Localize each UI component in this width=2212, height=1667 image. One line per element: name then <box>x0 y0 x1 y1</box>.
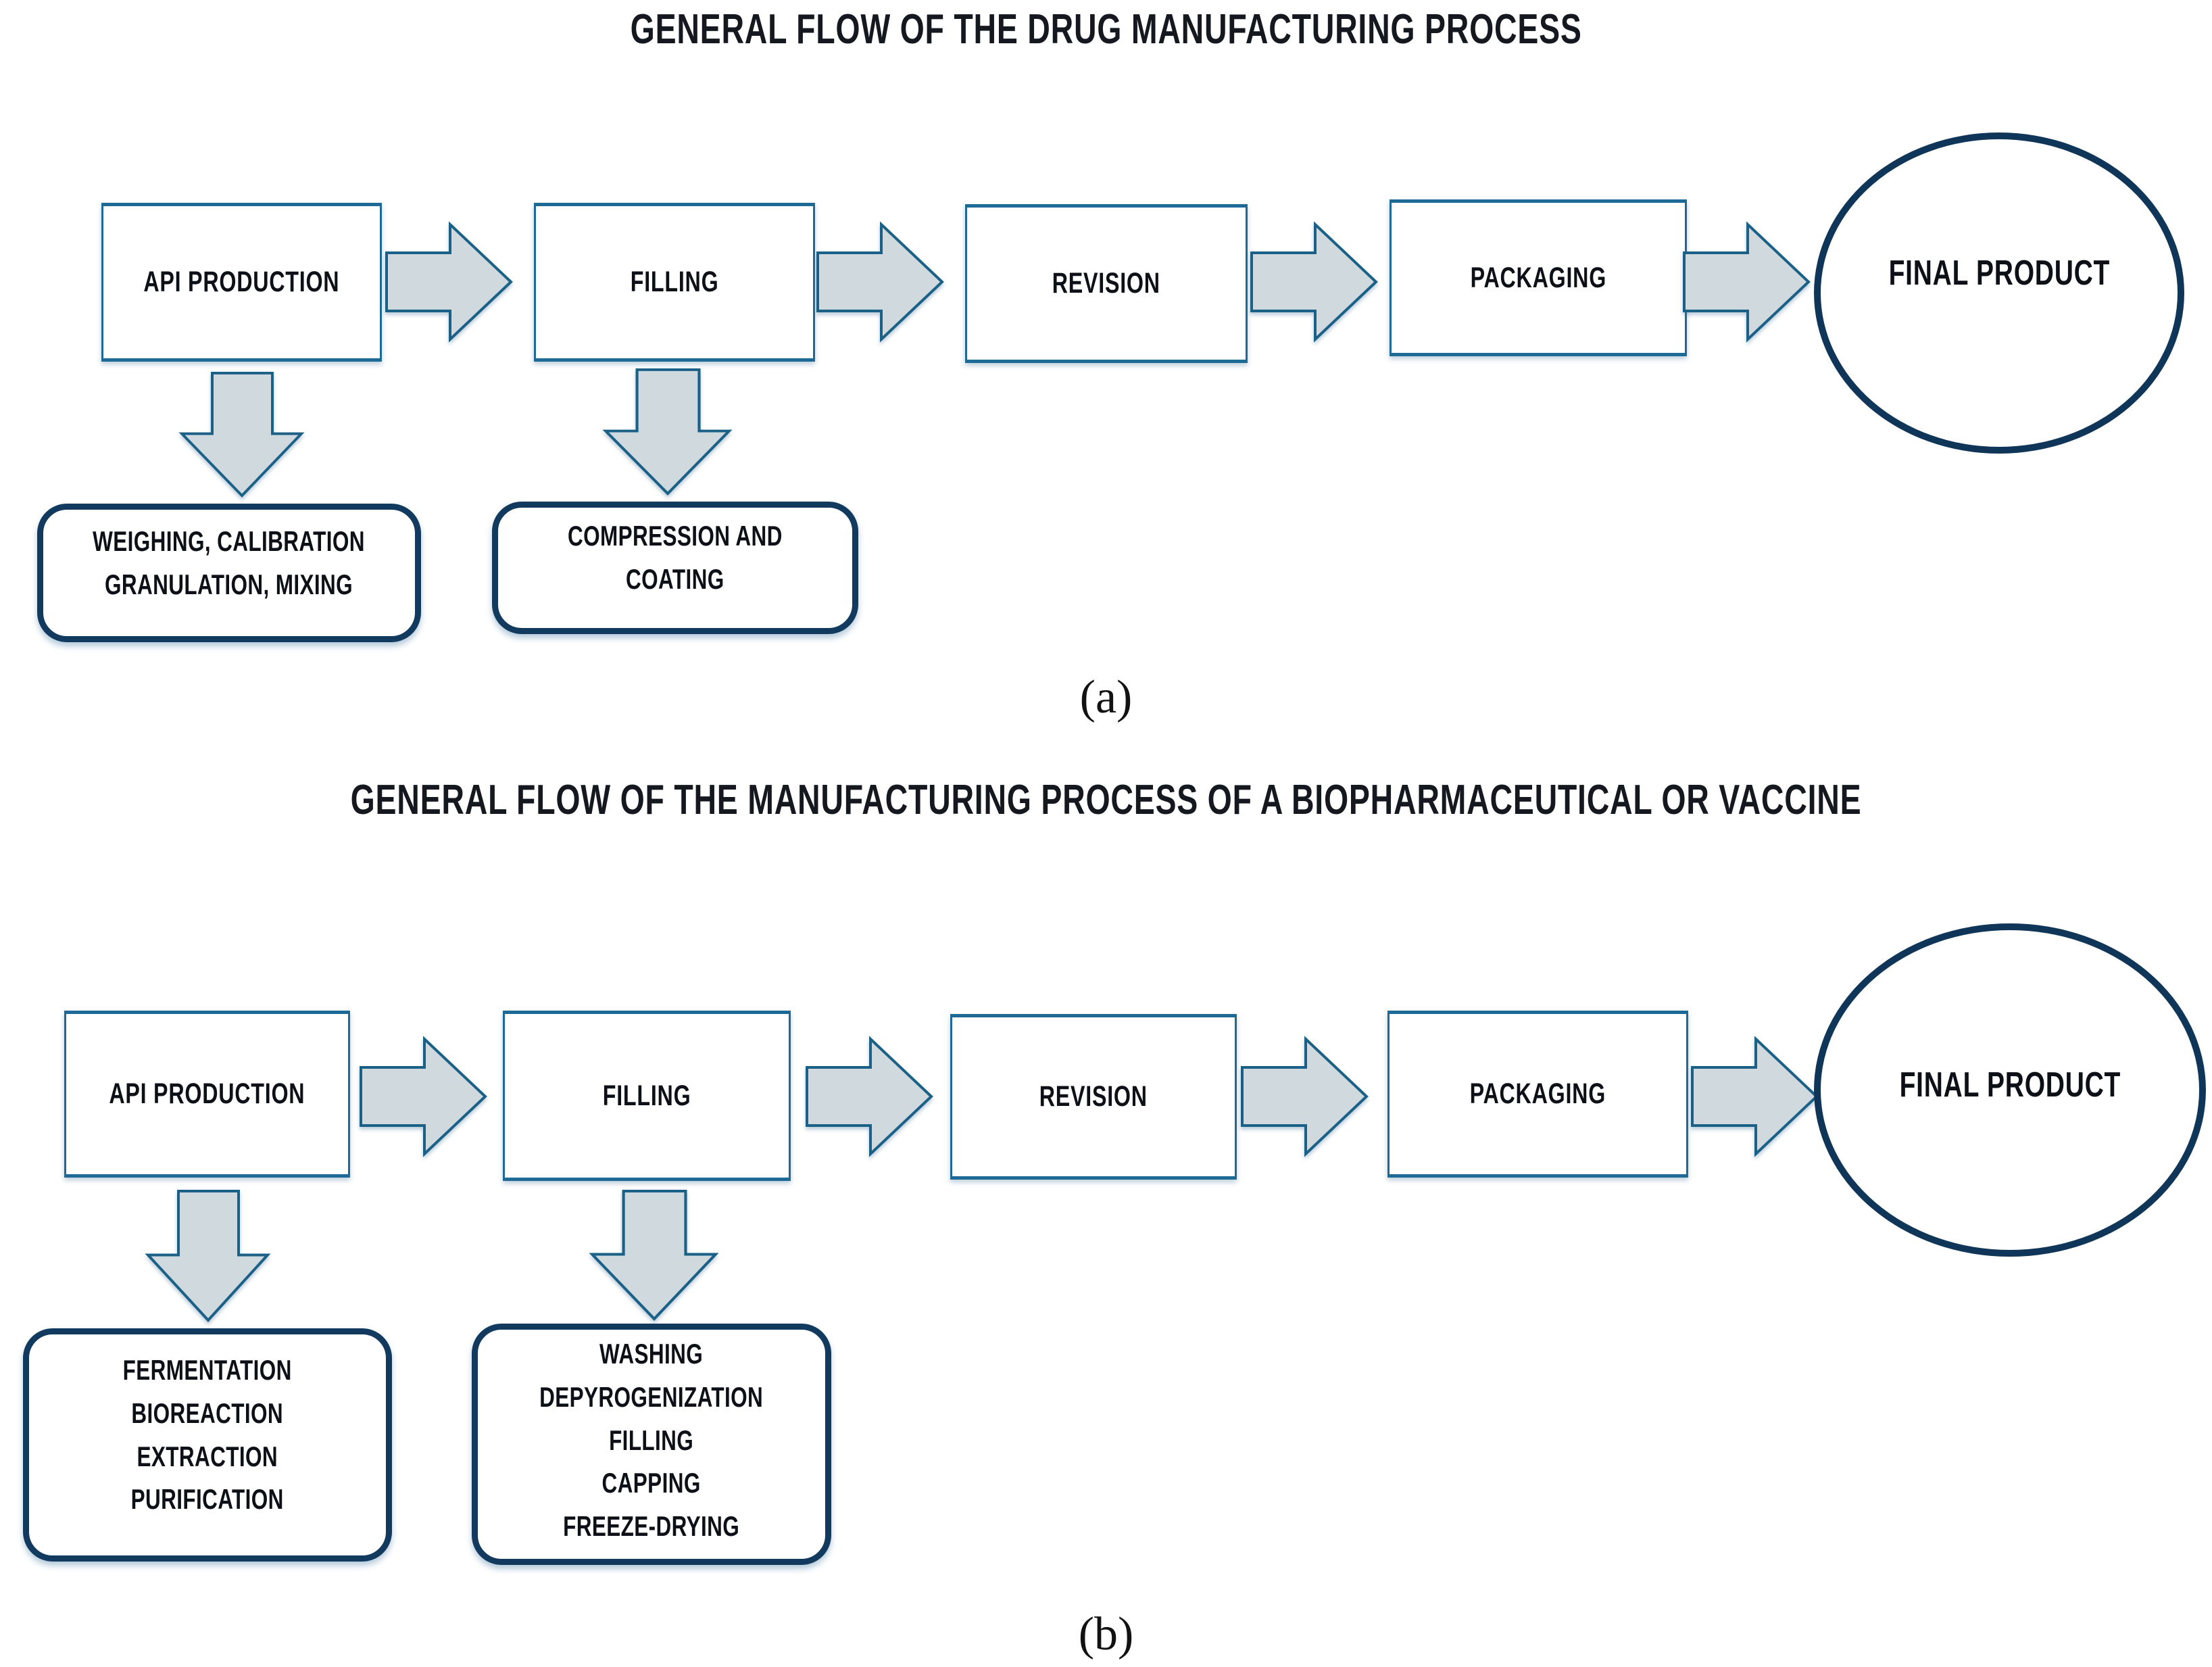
step-box-revision-b: REVISION <box>950 1014 1237 1180</box>
final-product-ellipse-b: FINAL PRODUCT <box>1814 923 2206 1257</box>
sub-process-text-washing-b: WASHING DEPYROGENIZATION FILLING CAPPING… <box>539 1337 764 1543</box>
step-box-packaging-b: PACKAGING <box>1387 1011 1688 1178</box>
sub-process-text-weighing-a: WEIGHING, CALIBRATION GRANULATION, MIXIN… <box>93 525 366 600</box>
sub-process-box-washing-b: WASHING DEPYROGENIZATION FILLING CAPPING… <box>472 1324 831 1565</box>
final-product-label-b: FINAL PRODUCT <box>1899 1065 2121 1105</box>
flow-arrow-right-icon <box>1250 221 1378 343</box>
flow-arrow-right-icon <box>360 1036 487 1157</box>
flow-arrow-down-icon <box>602 368 733 496</box>
step-box-api-production-b: API PRODUCTION <box>64 1011 350 1178</box>
final-product-label-a: FINAL PRODUCT <box>1888 253 2110 293</box>
sub-process-box-compression-a: COMPRESSION AND COATING <box>492 502 858 634</box>
step-label-api-production-a: API PRODUCTION <box>143 266 340 298</box>
diagram-b-caption: (b) <box>0 1608 2212 1662</box>
flow-arrow-down-icon <box>589 1190 719 1321</box>
step-box-api-production-a: API PRODUCTION <box>101 203 382 362</box>
flow-arrow-down-icon <box>178 372 305 498</box>
flow-arrow-right-icon <box>1683 221 1811 343</box>
step-box-filling-b: FILLING <box>503 1011 791 1181</box>
diagram-a-title-text: GENERAL FLOW OF THE DRUG MANUFACTURING P… <box>630 6 1582 53</box>
step-label-packaging-b: PACKAGING <box>1469 1078 1606 1110</box>
sub-process-text-fermentation-b: FERMENTATION BIOREACTION EXTRACTION PURI… <box>122 1353 293 1516</box>
diagram-b-title-text: GENERAL FLOW OF THE MANUFACTURING PROCES… <box>350 777 1862 823</box>
step-label-filling-b: FILLING <box>602 1079 691 1112</box>
flow-arrow-right-icon <box>385 221 513 343</box>
step-label-filling-a: FILLING <box>630 266 719 298</box>
sub-process-box-fermentation-b: FERMENTATION BIOREACTION EXTRACTION PURI… <box>23 1328 392 1562</box>
flow-arrow-right-icon <box>806 1036 933 1157</box>
diagram-a-caption: (a) <box>0 671 2212 725</box>
step-label-packaging-a: PACKAGING <box>1470 261 1606 294</box>
diagram-a-caption-text: (a) <box>1079 671 1133 723</box>
step-box-filling-a: FILLING <box>534 203 815 362</box>
diagram-a-title: GENERAL FLOW OF THE DRUG MANUFACTURING P… <box>0 5 2212 53</box>
flow-arrow-right-icon <box>816 221 944 343</box>
step-label-api-production-b: API PRODUCTION <box>109 1078 305 1110</box>
final-product-ellipse-a: FINAL PRODUCT <box>1814 132 2184 454</box>
step-box-revision-a: REVISION <box>965 204 1248 363</box>
sub-process-box-weighing-a: WEIGHING, CALIBRATION GRANULATION, MIXIN… <box>37 504 421 642</box>
step-box-packaging-a: PACKAGING <box>1390 199 1687 356</box>
step-label-revision-b: REVISION <box>1039 1080 1148 1113</box>
flow-arrow-right-icon <box>1691 1036 1819 1157</box>
diagram-b-title: GENERAL FLOW OF THE MANUFACTURING PROCES… <box>0 776 2212 824</box>
flow-arrow-down-icon <box>145 1190 271 1322</box>
flow-arrow-right-icon <box>1241 1036 1369 1157</box>
sub-process-text-compression-a: COMPRESSION AND COATING <box>568 520 783 595</box>
diagram-b-caption-text: (b) <box>1078 1608 1134 1660</box>
step-label-revision-a: REVISION <box>1052 267 1161 299</box>
